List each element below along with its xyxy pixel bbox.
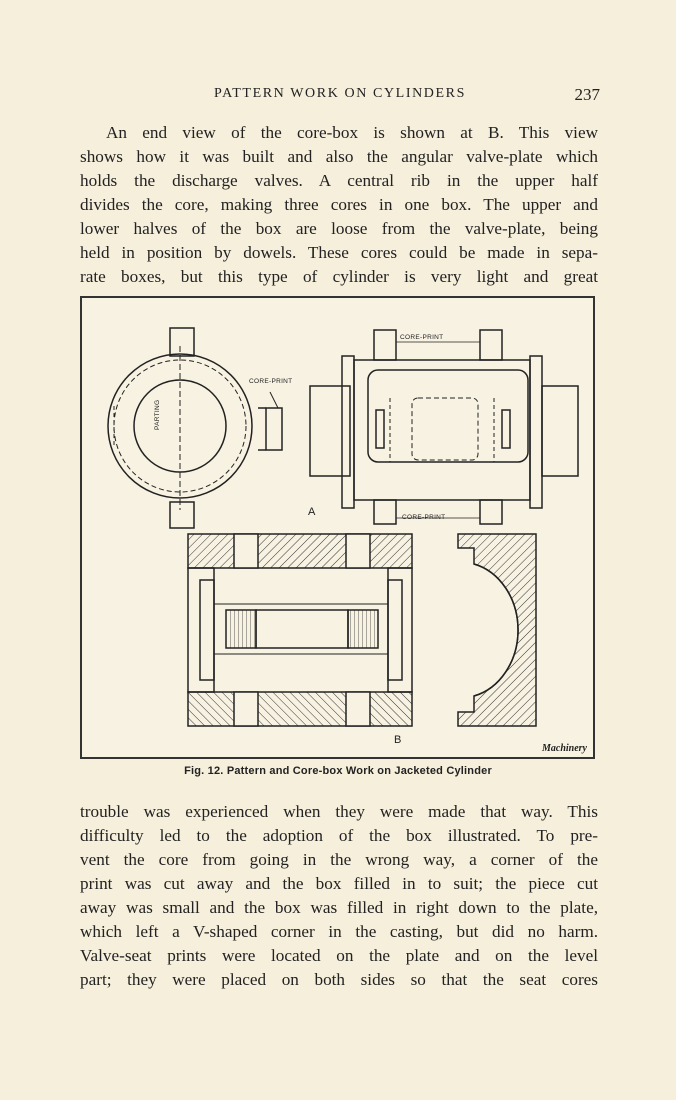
core-box-section (457, 533, 537, 727)
text-line: vent the core from going in the wrong wa… (80, 850, 598, 869)
paragraph-top: An end view of the core-box is shown at … (80, 121, 598, 289)
running-head: PATTERN WORK ON CYLINDERS (214, 86, 466, 101)
text-line: trouble was experienced when they were m… (80, 802, 598, 821)
text-line: shows how it was built and also the angu… (80, 147, 598, 166)
text-line: difficulty led to the adoption of the bo… (80, 826, 598, 845)
page-header: PATTERN WORK ON CYLINDERS 237 (80, 85, 601, 112)
end-view (107, 327, 283, 529)
figure-12: CORE-PRINT CORE-PRINT CORE-PRINT PARTING… (80, 296, 595, 759)
text-line: held in position by dowels. These cores … (80, 243, 598, 262)
text-line: away was small and the box was filled in… (80, 898, 598, 917)
text-line: which left a V-shaped corner in the cast… (80, 922, 598, 941)
label-b: B (394, 734, 402, 746)
core-print-label-top: CORE-PRINT (400, 334, 444, 341)
core-print-label-side: CORE-PRINT (249, 378, 293, 385)
side-view (309, 329, 579, 525)
text-line: An end view of the core-box is shown at … (106, 123, 598, 142)
core-box-plan (187, 533, 413, 727)
text-line: holds the discharge valves. A central ri… (80, 171, 598, 190)
parting-label: PARTING (154, 399, 161, 430)
text-line: divides the core, making three cores in … (80, 195, 598, 214)
text-line: rate boxes, but this type of cylinder is… (80, 267, 598, 286)
paragraph-bottom: trouble was experienced when they were m… (80, 800, 598, 992)
label-a: A (308, 506, 316, 518)
machinery-watermark: Machinery (542, 743, 587, 754)
text-line: print was cut away and the box filled in… (80, 874, 598, 893)
text-line: part; they were placed on both sides so … (80, 970, 598, 989)
page-number: 237 (574, 85, 601, 104)
core-print-label-bottom: CORE-PRINT (402, 514, 446, 521)
text-line: lower halves of the box are loose from t… (80, 219, 598, 238)
engineering-drawing (107, 327, 579, 727)
figure-caption: Fig. 12. Pattern and Core-box Work on Ja… (184, 765, 492, 777)
text-line: Valve-seat prints were located on the pl… (80, 946, 598, 965)
